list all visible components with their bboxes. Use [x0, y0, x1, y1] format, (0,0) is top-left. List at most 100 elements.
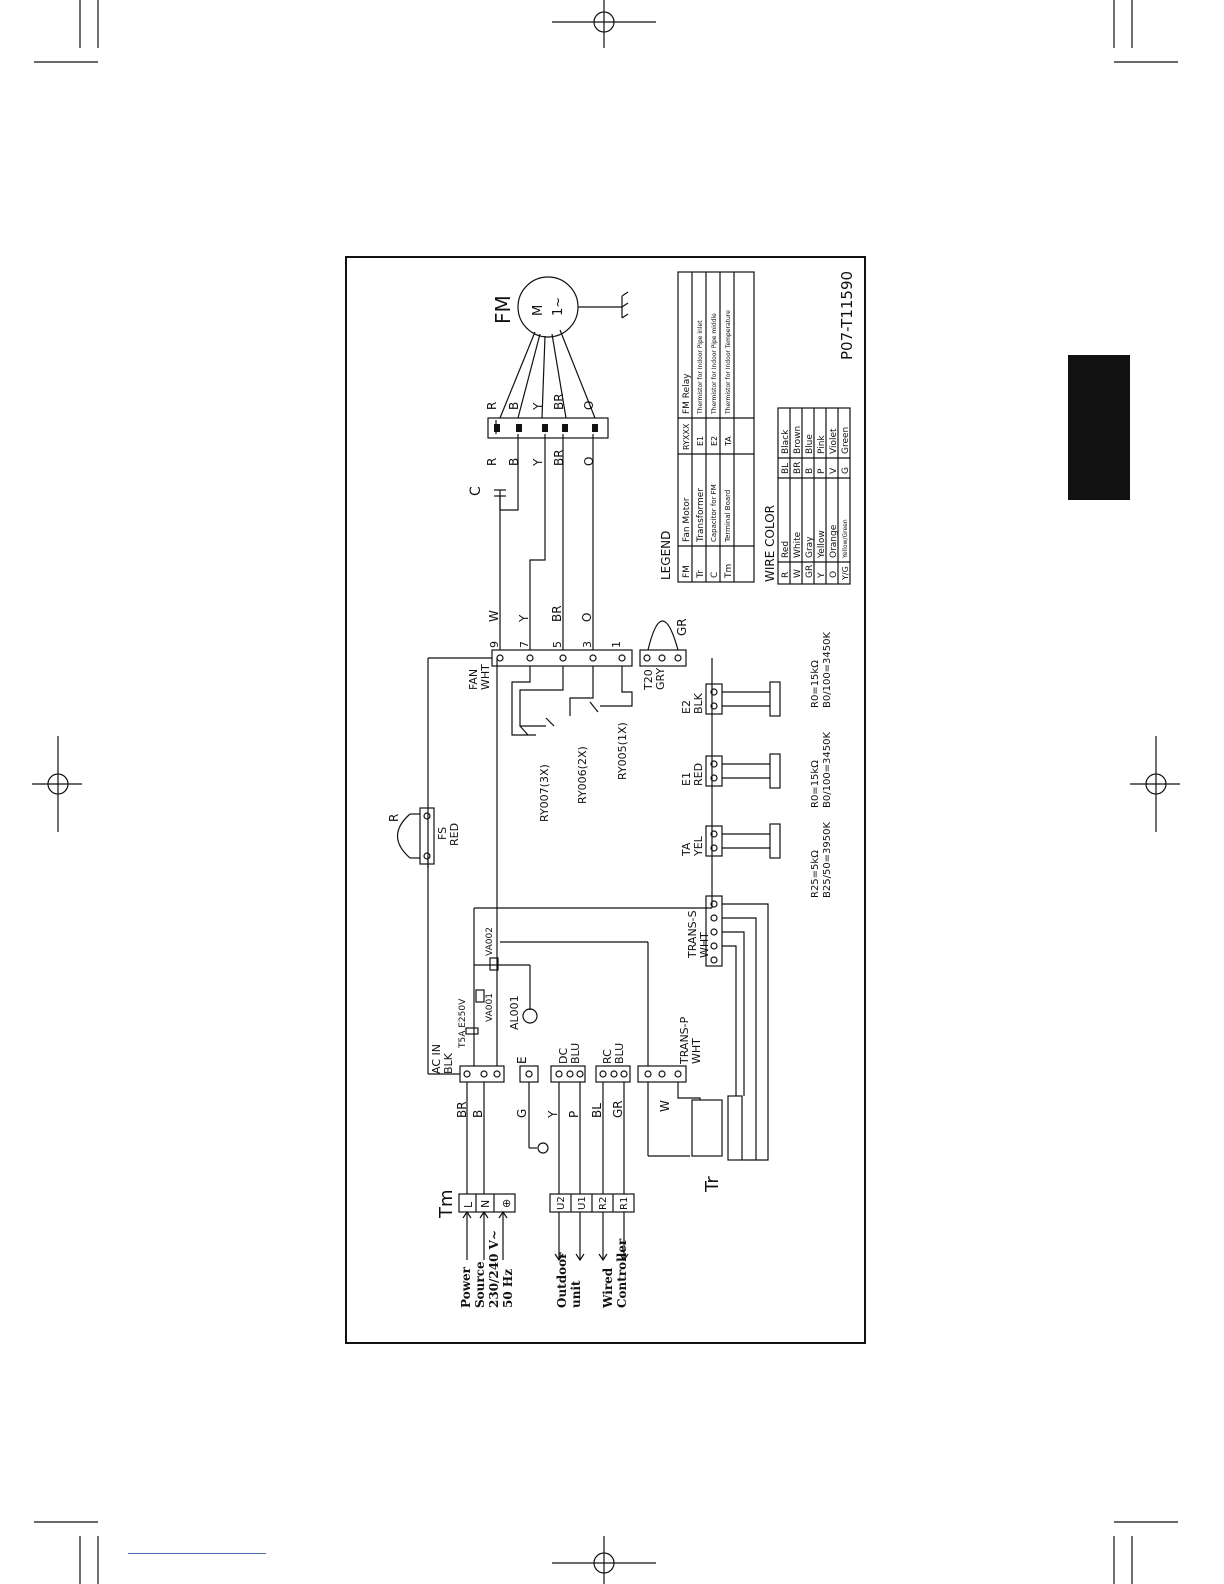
- svg-text:Tr: Tr: [696, 570, 706, 579]
- svg-text:N: N: [479, 1200, 492, 1208]
- svg-text:FM: FM: [682, 565, 692, 578]
- fan-wire-labels: W Y BR O GR: [487, 605, 689, 636]
- capacitor-label: C: [468, 486, 484, 496]
- svg-text:GRY: GRY: [654, 668, 667, 690]
- svg-text:White: White: [793, 531, 803, 558]
- svg-text:Thermistor for Indoor Pipe mid: Thermistor for Indoor Pipe middle: [711, 313, 718, 415]
- fuse-label: T5A E250V: [458, 998, 468, 1049]
- diagram-frame: [345, 256, 866, 1344]
- svg-text:E2: E2: [710, 436, 719, 446]
- svg-text:Red: Red: [781, 541, 791, 558]
- svg-text:Yellow: Yellow: [817, 530, 827, 559]
- svg-text:WHT: WHT: [698, 932, 711, 958]
- ry005-label: RY005(1X): [616, 722, 629, 780]
- fuse-symbol: [465, 1027, 479, 1035]
- svg-text:TRANS-P: TRANS-P: [678, 1016, 691, 1065]
- svg-text:Gray: Gray: [805, 536, 815, 558]
- wire-color-table: R Red BL Black W White BR Brown GR Gray …: [777, 407, 851, 585]
- svg-text:Power: Power: [459, 1266, 473, 1308]
- terminal-block-power: L N ⊕: [458, 1193, 516, 1213]
- al001-label: AL001: [508, 995, 521, 1030]
- svg-text:B25/50=3950K: B25/50=3950K: [822, 821, 833, 898]
- ry007-label: RY007(3X): [538, 764, 551, 822]
- fan-connector: FAN WHT: [467, 649, 633, 690]
- svg-text:B0/100=3450K: B0/100=3450K: [822, 631, 833, 708]
- tm-label: Tm: [436, 1189, 457, 1219]
- fan-pin-numbers: 9 7 5 3 1: [488, 641, 623, 648]
- svg-text:RC: RC: [601, 1049, 614, 1064]
- thermistor-connectors: [705, 681, 781, 967]
- motor-ground-icon: [578, 291, 629, 319]
- svg-text:O: O: [829, 571, 839, 578]
- svg-text:1: 1: [610, 641, 623, 648]
- svg-text:Green: Green: [841, 427, 851, 454]
- source-arrows: [462, 1210, 629, 1262]
- va001-label: VA001: [485, 993, 495, 1022]
- crop-marks: [32, 0, 1180, 1584]
- svg-text:Y: Y: [531, 458, 545, 467]
- svg-text:Blue: Blue: [805, 434, 815, 454]
- svg-text:B: B: [507, 458, 521, 466]
- svg-text:U2: U2: [556, 1196, 567, 1210]
- svg-text:Y: Y: [817, 572, 827, 579]
- svg-text:⊕: ⊕: [500, 1199, 513, 1208]
- svg-text:Capacitor for FM: Capacitor for FM: [710, 484, 718, 542]
- relay-contacts: [511, 666, 633, 736]
- svg-text:BLU: BLU: [569, 1043, 582, 1064]
- svg-text:W: W: [487, 610, 501, 622]
- svg-text:P: P: [817, 468, 827, 474]
- ry006-label: RY006(2X): [576, 746, 589, 804]
- svg-text:Pink: Pink: [817, 435, 827, 454]
- svg-text:3: 3: [581, 641, 594, 648]
- svg-text:R1: R1: [619, 1197, 630, 1210]
- svg-text:Y: Y: [531, 402, 545, 411]
- svg-text:Controller: Controller: [615, 1238, 629, 1308]
- svg-text:B: B: [507, 402, 521, 410]
- svg-text:unit: unit: [569, 1280, 583, 1308]
- svg-text:Source: Source: [473, 1261, 487, 1308]
- legend-table: FM Fan Motor RYXXX FM Relay Tr Transform…: [677, 271, 755, 583]
- svg-text:R0=15kΩ: R0=15kΩ: [810, 660, 821, 708]
- svg-text:B: B: [471, 1110, 485, 1118]
- svg-text:B0/100=3450K: B0/100=3450K: [822, 731, 833, 808]
- svg-text:FS: FS: [436, 827, 449, 840]
- svg-text:RED: RED: [448, 823, 461, 846]
- va001-symbol: [475, 989, 485, 1003]
- wired-controller-label: Wired Controller: [601, 1238, 629, 1309]
- connector-row: [459, 1065, 687, 1083]
- power-source-label: Power Source 230/240 V~ 50 Hz: [459, 1230, 515, 1308]
- svg-text:Brown: Brown: [793, 426, 803, 454]
- svg-text:E: E: [515, 1056, 529, 1064]
- svg-text:R: R: [387, 814, 401, 822]
- svg-text:Y: Y: [546, 1110, 560, 1119]
- svg-text:W: W: [658, 1100, 672, 1112]
- svg-text:BR: BR: [552, 449, 566, 466]
- svg-text:R: R: [485, 458, 499, 466]
- svg-text:GR: GR: [611, 1100, 625, 1118]
- svg-text:WHT: WHT: [479, 664, 492, 690]
- svg-text:L: L: [462, 1201, 475, 1208]
- svg-text:Orange: Orange: [829, 524, 839, 558]
- section-tab: [1068, 355, 1130, 500]
- svg-text:GR: GR: [805, 565, 815, 578]
- svg-text:230/240 V~: 230/240 V~: [487, 1230, 501, 1308]
- fm-label: FM: [491, 295, 515, 324]
- link-underline: [128, 1553, 266, 1554]
- connector-labels: AC IN BLK E DC BLU RC BLU TRANS-P WHT: [430, 1016, 703, 1074]
- svg-text:P: P: [567, 1111, 581, 1118]
- svg-text:WHT: WHT: [690, 1038, 703, 1064]
- t20-connector: T20 GRY: [639, 620, 687, 691]
- svg-text:TRANS-S: TRANS-S: [686, 910, 699, 959]
- svg-text:Thermistor for Indoor Temperat: Thermistor for Indoor Temperature: [725, 310, 732, 415]
- terminal-block-signal: U2 U1 R2 R1: [549, 1193, 635, 1213]
- svg-text:Y: Y: [517, 614, 531, 623]
- svg-text:TA: TA: [680, 842, 693, 857]
- left-wire-labels: BR B G Y P BL GR W: [455, 1100, 672, 1119]
- svg-text:B: B: [805, 468, 815, 474]
- va002-symbol: [489, 957, 499, 971]
- transformer-symbol: [677, 903, 769, 1161]
- fan-motor-symbol: [517, 276, 579, 338]
- svg-text:DC: DC: [557, 1048, 570, 1064]
